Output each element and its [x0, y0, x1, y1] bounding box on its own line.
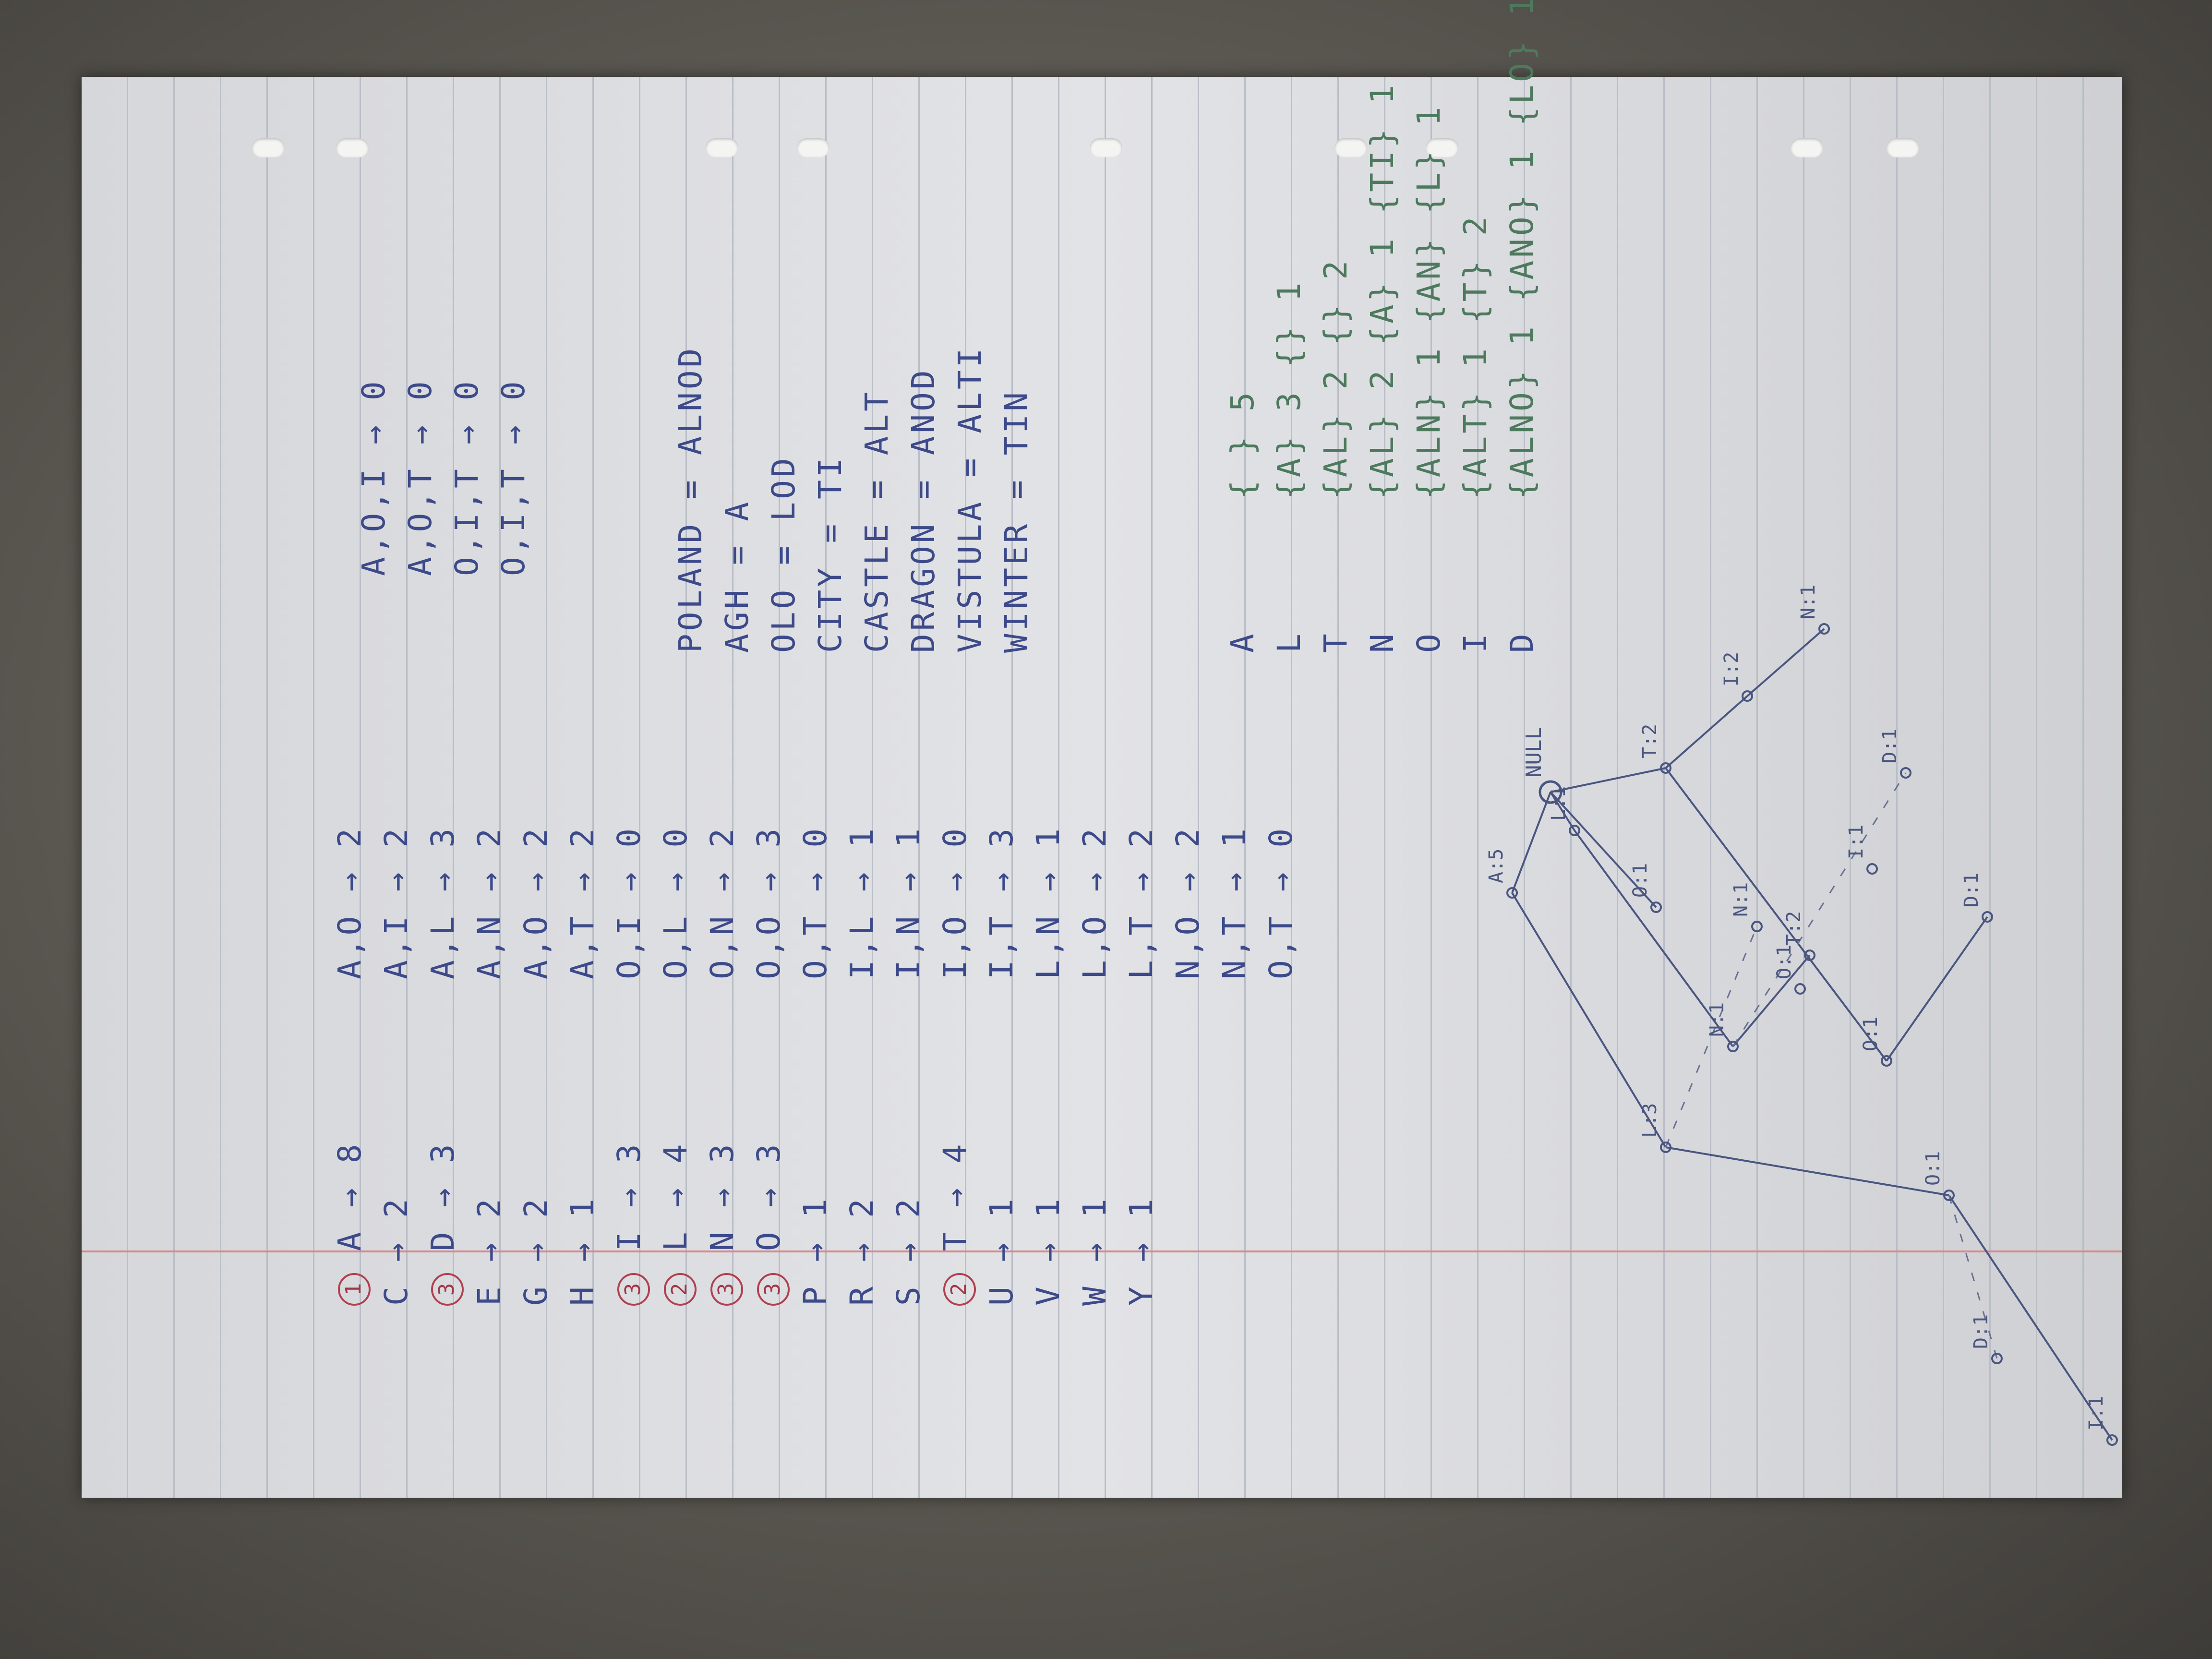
- tree-node: [1569, 825, 1580, 836]
- tree-node: [1650, 902, 1662, 913]
- tree-edge: [1550, 791, 1575, 831]
- punch-hole: [1090, 138, 1122, 157]
- tree-node: [1982, 911, 1993, 923]
- tree-node: [2106, 1434, 2118, 1446]
- node-label: I:2: [1720, 652, 1743, 686]
- tree-node: [1866, 863, 1878, 875]
- tree-edge: [1511, 892, 1667, 1148]
- root-node: [1539, 780, 1563, 804]
- punch-hole: [1887, 138, 1919, 157]
- punch-hole: [1334, 138, 1367, 157]
- punch-hole: [1426, 138, 1458, 157]
- tree-node: [1881, 1055, 1892, 1067]
- tree-edge: [1948, 1194, 2113, 1441]
- tree-edge: [1746, 628, 1825, 697]
- tree-node: [1751, 921, 1763, 932]
- tree-edge: [1574, 830, 1734, 1047]
- node-label: N:1: [1797, 585, 1819, 619]
- tree-edge: [1732, 954, 1811, 1047]
- tree-node: [1742, 690, 1753, 702]
- tree-node: [1506, 887, 1518, 899]
- margin-line: [82, 1250, 2122, 1252]
- tree-node: [1660, 1142, 1671, 1153]
- node-label: D:1: [1960, 873, 1983, 907]
- root-label: NULL: [1522, 727, 1546, 778]
- punch-hole: [336, 138, 369, 157]
- tree-edge: [1550, 767, 1666, 793]
- node-label: I:1: [1845, 825, 1867, 859]
- tree-node: [1991, 1353, 2003, 1364]
- node-label: D:1: [1879, 729, 1901, 763]
- punch-hole: [706, 138, 738, 157]
- node-label: L:3: [1639, 1103, 1661, 1138]
- node-label: T:2: [1783, 911, 1805, 946]
- punch-hole: [1791, 138, 1823, 157]
- tree-node: [1804, 950, 1815, 961]
- tree-edge: [1550, 791, 1657, 908]
- node-link: [1732, 772, 1907, 1047]
- tree-node: [1818, 623, 1830, 635]
- node-label: O:1: [1860, 1017, 1882, 1051]
- tree-node: [1943, 1190, 1955, 1201]
- tree-edge: [1665, 1146, 1949, 1196]
- node-label: O:1: [1922, 1151, 1944, 1186]
- tree-edge: [1665, 767, 1887, 1062]
- node-link: [1948, 1195, 1998, 1359]
- fp-tree-diagram: NULLA:5L:1T:2I:2N:1L:3N:1T:2I:1D:1O:1O:1…: [1485, 585, 2118, 1446]
- tree-edge: [1511, 792, 1551, 893]
- tree-node: [1794, 983, 1806, 995]
- node-label: N:1: [1706, 1002, 1728, 1037]
- node-label: T:2: [1639, 724, 1661, 758]
- node-label: N:1: [1730, 882, 1752, 917]
- node-label: D:1: [1970, 1314, 1992, 1349]
- tree-edge: [1665, 695, 1748, 769]
- node-label: O:1: [1773, 945, 1795, 979]
- tree-node: [1900, 767, 1911, 779]
- tree-node: [1660, 762, 1671, 774]
- tree-node: [1727, 1041, 1739, 1052]
- punch-hole: [252, 138, 285, 157]
- node-label: I:1: [2085, 1396, 2107, 1431]
- node-label: L:1: [1548, 786, 1570, 821]
- node-label: O:1: [1629, 863, 1651, 898]
- node-label: A:5: [1485, 849, 1507, 883]
- tree-edge: [1886, 916, 1988, 1062]
- punch-hole: [797, 138, 830, 157]
